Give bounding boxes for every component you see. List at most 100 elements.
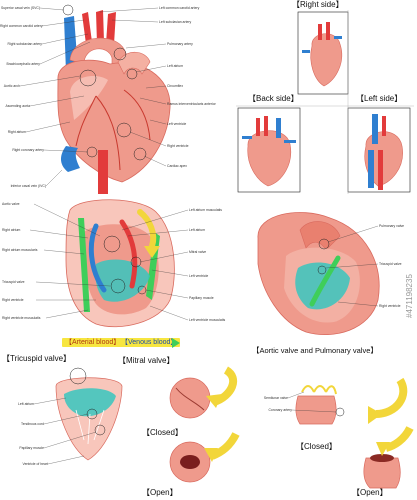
section-label-right-0: Left atrium musculatis <box>189 208 222 212</box>
callout-cord <box>86 408 98 420</box>
tricuspid-group <box>33 367 123 465</box>
mitral-title: 【Mitral valve】 <box>118 356 175 365</box>
semilunar-arrowhead-2 <box>376 442 390 456</box>
descending-aorta <box>98 150 108 194</box>
front-label-right-3: Left atrium <box>167 64 184 68</box>
front-label-left-8: Inferior caval vein (IVC) <box>10 184 46 188</box>
pulmonary-label-2: Right ventricle <box>379 304 401 308</box>
callout-aortic-arch <box>79 69 97 87</box>
callout-pulmonary <box>113 47 127 61</box>
front-label-left-5: Ascending aorta <box>5 104 30 108</box>
front-label-left-3: Brachiocephalic artery <box>6 62 40 66</box>
right-carotid <box>82 12 92 44</box>
tricuspid-label-1: Tendinous cord <box>21 422 44 426</box>
mitral-arrowhead-1 <box>206 394 222 408</box>
pulmonary-artery <box>117 51 151 75</box>
callout-mitral <box>130 256 142 268</box>
mitral-open-hole <box>180 455 200 469</box>
pulmonary-title: 【Aortic valve and Pulmonary valve】 <box>252 346 378 355</box>
pulmonary-label-0: Pulmonary valve <box>379 224 405 228</box>
front-label-right-6: Left ventricle <box>167 122 187 126</box>
pulmonary-group <box>257 212 380 336</box>
front-label-left-1: Right common carotid artery <box>0 24 43 28</box>
section-label-right-5: Left ventricle musculatis <box>189 318 226 322</box>
tricuspid-label-3: Ventricle of heart <box>22 462 48 466</box>
callout-pulmonary-valve <box>318 238 330 250</box>
front-label-right-0: Left common carotid artery <box>159 6 200 10</box>
pulmonary-label-1: Tricuspid valve <box>379 262 402 266</box>
front-label-left-7: Right coronary artery <box>12 148 44 152</box>
mitral-arrowhead-2 <box>204 448 218 462</box>
front-label-right-5: Ramus interventricularis anterior <box>167 102 216 106</box>
left-side-title: 【Left side】 <box>356 94 403 103</box>
callout-apex <box>133 147 147 161</box>
venous-blood-tag: 【Venous blood】 <box>118 338 181 347</box>
callout-right-ventricle <box>116 122 132 138</box>
front-label-right-4: Circumflex <box>167 84 184 88</box>
mitral-closed-seam <box>175 387 205 411</box>
section-label-left-1: Right atrium <box>2 228 21 232</box>
section-label-left-4: Right ventricle <box>2 298 24 302</box>
section-label-left-5: Right ventricle musculatis <box>2 316 41 320</box>
semilunar-closed-label: 【Closed】 <box>296 442 337 451</box>
arterial-blood-tag: 【Arterial blood】 <box>62 338 124 347</box>
yellow-flow <box>137 209 157 249</box>
red-flow <box>119 219 138 289</box>
tricuspid-label-0: Left atrium <box>17 402 34 406</box>
callout-coronary-2 <box>335 407 345 417</box>
front-label-left-6: Right atrium <box>7 130 26 134</box>
front-heart-group <box>19 4 171 194</box>
yellow-arrowhead <box>144 246 160 258</box>
semilunar-open-label: 【Open】 <box>352 488 388 497</box>
pulmonary-green-flow <box>309 255 341 307</box>
semilunar-group <box>287 377 414 489</box>
right-muscle-band <box>78 218 90 312</box>
callout-aortic-valve <box>103 235 121 253</box>
front-label-left-2: Right subclavian artery <box>7 42 43 46</box>
blue-flow <box>88 223 107 293</box>
semilunar-yellow-arrow <box>375 377 408 418</box>
callout-svc <box>62 4 74 16</box>
semilunar-open-hole <box>370 454 394 462</box>
section-label-right-1: Left atrium <box>189 228 206 232</box>
watermark-id: #471198235 <box>405 274 414 318</box>
front-label-right-1: Left subclavian artery <box>159 20 192 24</box>
coronary-arteries <box>75 89 151 171</box>
left-side-heart <box>364 131 403 187</box>
semilunar-label-0: Semilunar valve <box>263 396 288 400</box>
back-side-title: 【Back side】 <box>248 94 299 103</box>
section-label-right-3: Left ventricle <box>189 274 209 278</box>
heart-highlight <box>70 76 108 120</box>
section-label-left-3: Tricuspid valve <box>2 280 25 284</box>
mitral-closed-valve <box>169 377 211 419</box>
front-label-left-4: Aortic arch <box>3 84 20 88</box>
semilunar-open-vessel <box>363 457 401 489</box>
right-side-heart <box>310 33 343 87</box>
mitral-open-label: 【Open】 <box>142 488 178 497</box>
semilunar-label-1: Coronary artery <box>268 408 292 412</box>
venous-arrow-icon <box>172 338 180 348</box>
right-side-title: 【Right side】 <box>292 0 344 9</box>
back-side-heart <box>247 130 292 187</box>
callout-tricuspid-top <box>69 367 87 385</box>
tricuspid-label-2: Papillary muscle <box>19 446 44 450</box>
mitral-closed-label: 【Closed】 <box>142 428 183 437</box>
ivc-vessel <box>61 146 80 172</box>
callout-tricuspid <box>110 278 126 294</box>
side-views-group <box>236 10 414 194</box>
section-label-right-2: Mitral valve <box>189 250 207 254</box>
left-carotid <box>96 10 104 44</box>
semilunar-closed-vessel <box>295 395 337 425</box>
front-label-right-8: Cardiac apex <box>167 164 187 168</box>
back-side-frame <box>237 107 301 193</box>
semilunar-arrowhead-1 <box>368 406 382 424</box>
callout-papillary-2 <box>94 424 106 436</box>
mitral-group <box>169 366 240 483</box>
section-label-left-2: Right atrium muscularis <box>2 248 38 252</box>
tricuspid-title: 【Tricuspid valve】 <box>2 354 72 363</box>
front-label-right-7: Right ventricle <box>167 144 189 148</box>
front-label-left-0: Superior caval vein (SVC) <box>0 6 40 10</box>
callout-left-atrium <box>126 68 138 80</box>
semilunar-cusps <box>301 385 337 395</box>
section-label-left-0: Aortic valve <box>2 202 20 206</box>
